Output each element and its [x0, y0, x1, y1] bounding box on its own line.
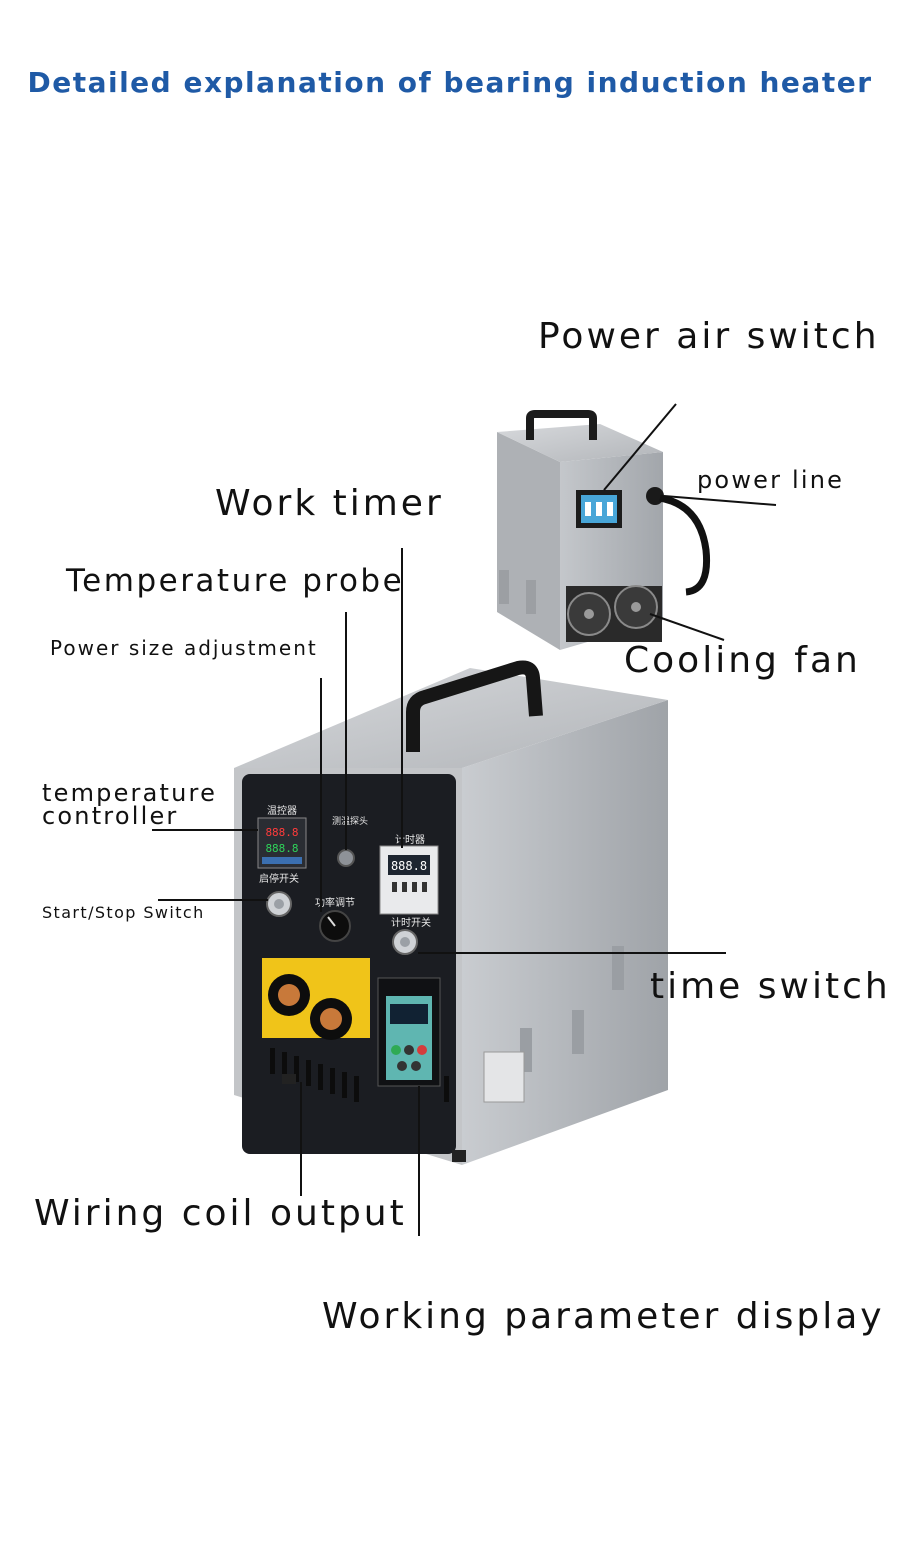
rating-label	[483, 1051, 525, 1103]
label-start-stop-switch: Start/Stop Switch	[42, 903, 205, 922]
front-vents	[270, 1048, 449, 1102]
timer-caption: 计时器	[395, 833, 425, 846]
leader-lines	[152, 403, 777, 1236]
label-wiring-coil-output: Wiring coil output	[34, 1193, 407, 1234]
label-working-parameter-display: Working parameter display	[322, 1296, 885, 1337]
rear-unit	[497, 410, 711, 650]
leader-cooling-fan	[649, 613, 725, 641]
label-power-size-adjustment: Power size adjustment	[50, 636, 318, 660]
power-adjust-caption: 功率调节	[315, 896, 355, 909]
timer-switch-caption: 计时开关	[391, 916, 431, 929]
timer-readout: 888.8	[391, 859, 427, 873]
label-power-line: power line	[697, 466, 845, 494]
temp-readout-bottom: 888.8	[265, 842, 298, 855]
label-temperature-controller-line2: controller	[42, 802, 179, 830]
leader-power-line	[663, 495, 777, 506]
label-cooling-fan: Cooling fan	[624, 640, 861, 681]
carry-handle	[406, 660, 543, 752]
label-temperature-probe: Temperature probe	[66, 563, 405, 599]
main-unit-side	[462, 700, 668, 1165]
label-work-timer: Work timer	[215, 483, 444, 524]
label-temperature-controller-line1: temperature	[42, 779, 218, 807]
main-unit: 温控器 888.8 888.8 测温探头 计时器 888.8 启停开关 功率调节…	[234, 660, 668, 1165]
temp-controller-caption: 温控器	[267, 804, 297, 817]
power-line-gland	[646, 487, 664, 505]
rear-unit-handle	[526, 410, 597, 440]
start-stop-caption: 启停开关	[259, 872, 299, 885]
temperature-probe-socket	[337, 849, 355, 867]
label-time-switch: time switch	[650, 966, 891, 1007]
probe-caption: 测温探头	[332, 815, 368, 827]
temp-readout-top: 888.8	[265, 826, 298, 839]
rear-unit-top	[497, 424, 663, 462]
power-line-cable	[659, 494, 711, 596]
rear-unit-left-side	[497, 432, 560, 650]
main-unit-top	[234, 668, 668, 768]
page-title: Detailed explanation of bearing inductio…	[27, 66, 873, 99]
label-power-air-switch: Power air switch	[538, 316, 880, 357]
leader-power-air-switch	[603, 403, 677, 491]
